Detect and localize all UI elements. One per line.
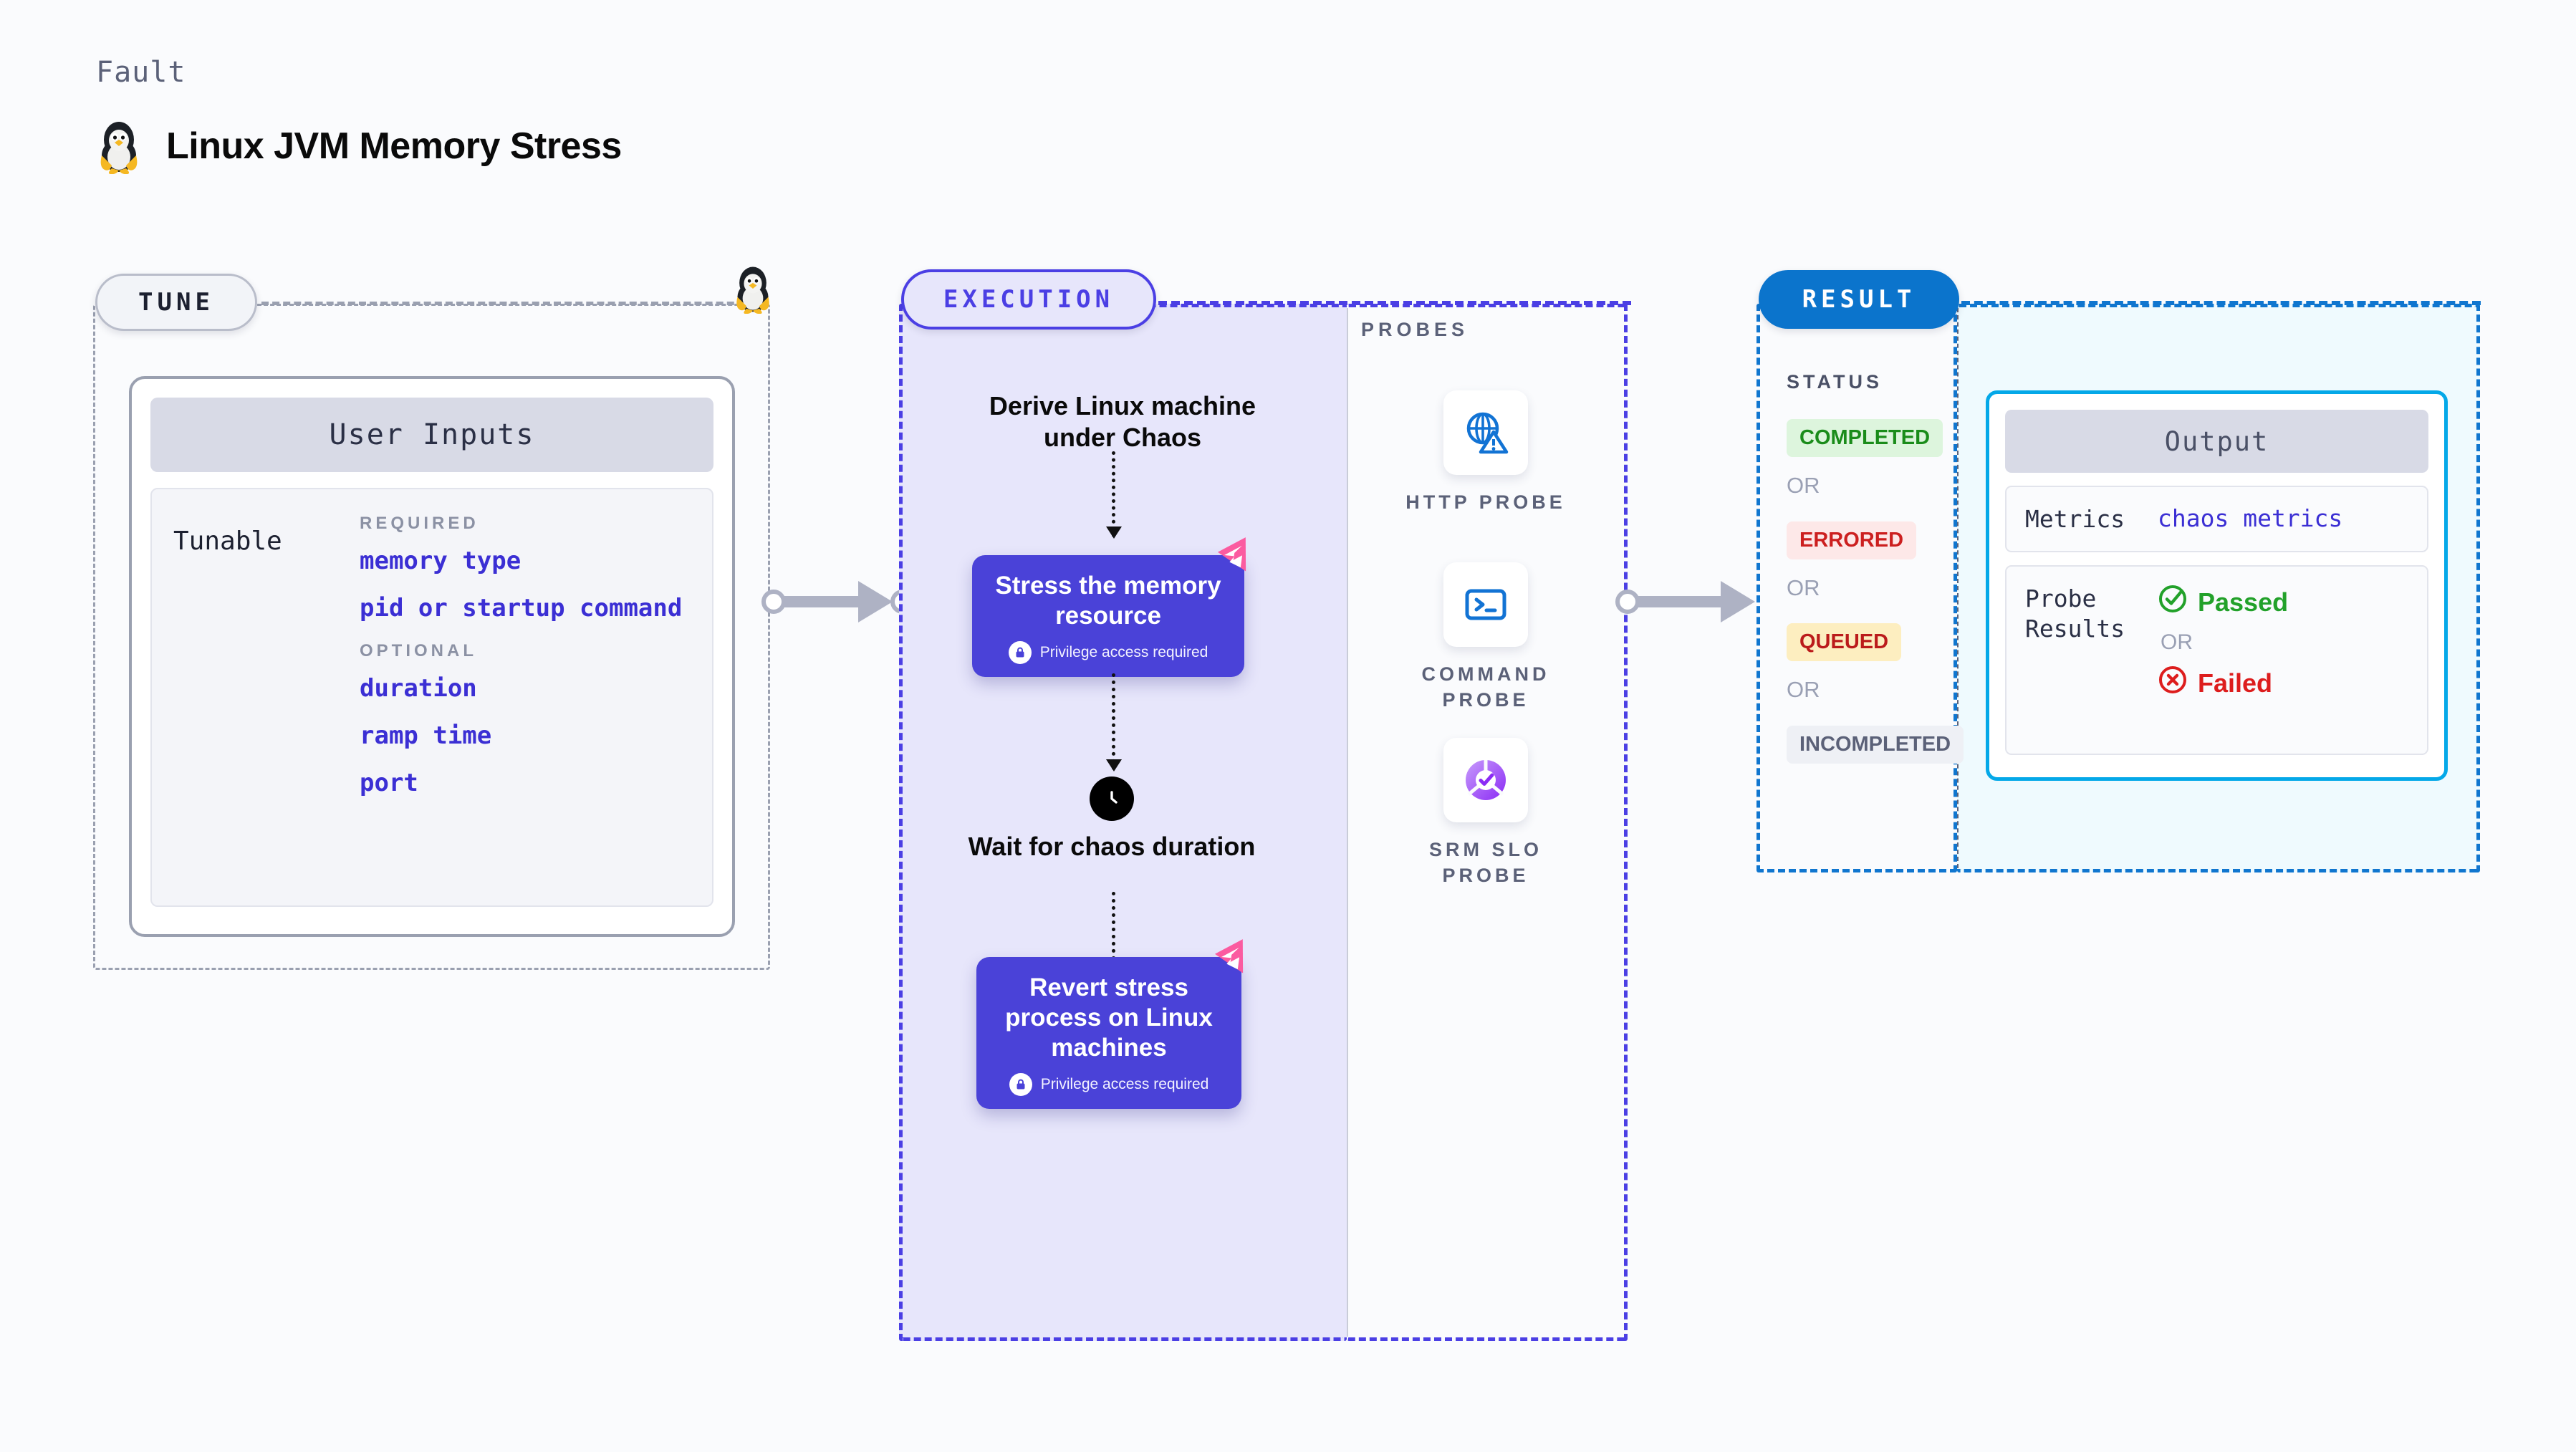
arrow-derive-to-stress (1106, 451, 1122, 539)
execution-dashed-line (1158, 301, 1631, 305)
chaos-ribbon-icon (1213, 537, 1263, 589)
tux-penguin-icon (96, 118, 142, 174)
terminal-icon (1443, 562, 1528, 647)
probe-srm-slo-label: SRM SLO PROBE (1428, 839, 1542, 887)
tunable-port[interactable]: port (360, 769, 418, 797)
tunable-duration[interactable]: duration (360, 674, 477, 703)
execution-region (899, 304, 1347, 1341)
output-card: Output Metrics chaos metrics Probe Resul… (1986, 390, 2448, 781)
metrics-value[interactable]: chaos metrics (2158, 504, 2343, 532)
privilege-text: Privilege access required (1040, 1076, 1209, 1092)
execution-card-stress-memory[interactable]: Stress the memory resource Privilege acc… (972, 537, 1246, 677)
chaos-ribbon-icon (1210, 938, 1260, 991)
tune-pill[interactable]: TUNE (95, 274, 257, 331)
status-badge-queued: QUEUED (1787, 623, 1902, 661)
status-or-2: OR (1787, 575, 1820, 600)
probe-results-key: Probe Results (2025, 585, 2125, 643)
output-probe-results-row: Probe Results Passed OR (2005, 565, 2428, 756)
execution-card-title: Stress the memory resource (995, 572, 1221, 630)
probe-result-or: OR (2161, 630, 2193, 655)
probes-region (1347, 304, 1628, 1341)
lock-icon (1008, 641, 1032, 664)
lock-icon (1009, 1073, 1032, 1096)
optional-group-heading: OPTIONAL (360, 641, 477, 660)
required-group-heading: REQUIRED (360, 514, 479, 533)
execution-card-title: Revert stress process on Linux machines (1005, 973, 1213, 1062)
globe-warning-icon (1443, 390, 1528, 475)
status-badge-errored: ERRORED (1787, 521, 1917, 559)
tune-dashed-line (261, 302, 756, 305)
user-inputs-card: User Inputs Tunable REQUIRED memory type… (129, 376, 735, 937)
probe-result-failed: Failed (2158, 665, 2408, 701)
tunable-body: Tunable REQUIRED memory type pid or star… (150, 488, 713, 907)
page-title: Linux JVM Memory Stress (166, 125, 622, 167)
result-dashed-line (1961, 301, 2481, 305)
probe-http[interactable]: HTTP PROBE (1400, 390, 1572, 515)
failed-label: Failed (2198, 668, 2273, 698)
user-inputs-title: User Inputs (150, 398, 713, 472)
privilege-row: Privilege access required (995, 1073, 1223, 1096)
status-or-3: OR (1787, 677, 1820, 702)
tunable-ramp-time[interactable]: ramp time (360, 721, 492, 750)
tunable-label: Tunable (173, 527, 282, 556)
clock-icon (1090, 777, 1134, 821)
status-badge-completed: COMPLETED (1787, 419, 1943, 457)
tux-penguin-icon-marker (732, 264, 774, 317)
result-region (1756, 304, 1957, 872)
tunable-memory-type[interactable]: memory type (360, 547, 522, 575)
metrics-key: Metrics (2025, 505, 2125, 533)
result-pill[interactable]: RESULT (1759, 270, 1959, 329)
execution-step-wait-duration: Wait for chaos duration (968, 832, 1256, 861)
privilege-row: Privilege access required (991, 641, 1226, 664)
probes-title: PROBES (1361, 319, 1469, 340)
slo-donut-check-icon (1443, 738, 1528, 822)
status-badge-incompleted: INCOMPLETED (1787, 726, 1964, 764)
probe-result-passed: Passed (2158, 584, 2408, 620)
output-card-title: Output (2005, 410, 2428, 473)
execution-card-revert-stress[interactable]: Revert stress process on Linux machines … (976, 939, 1244, 1109)
probe-command[interactable]: COMMAND PROBE (1400, 562, 1572, 713)
execution-step-derive-machine: Derive Linux machine under Chaos (989, 391, 1256, 452)
status-or-1: OR (1787, 473, 1820, 498)
probe-srm-slo[interactable]: SRM SLO PROBE (1400, 738, 1572, 889)
tunable-pid-or-startup-command[interactable]: pid or startup command (360, 594, 683, 622)
execution-pill[interactable]: EXECUTION (901, 269, 1156, 330)
result-output-separator (1957, 308, 1959, 868)
privilege-text: Privilege access required (1039, 644, 1208, 660)
execution-probes-separator (1347, 308, 1348, 1337)
connector-tune-to-execution (758, 577, 915, 627)
status-title: STATUS (1787, 371, 1883, 393)
arrow-stress-to-wait (1106, 673, 1122, 771)
probe-command-label: COMMAND PROBE (1421, 663, 1550, 711)
output-metrics-row: Metrics chaos metrics (2005, 486, 2428, 553)
fault-kicker: Fault (96, 56, 186, 89)
passed-label: Passed (2198, 587, 2289, 617)
page-title-row: Linux JVM Memory Stress (96, 118, 622, 174)
probe-http-label: HTTP PROBE (1405, 491, 1566, 513)
check-circle-icon (2158, 584, 2188, 620)
x-circle-icon (2158, 665, 2188, 701)
